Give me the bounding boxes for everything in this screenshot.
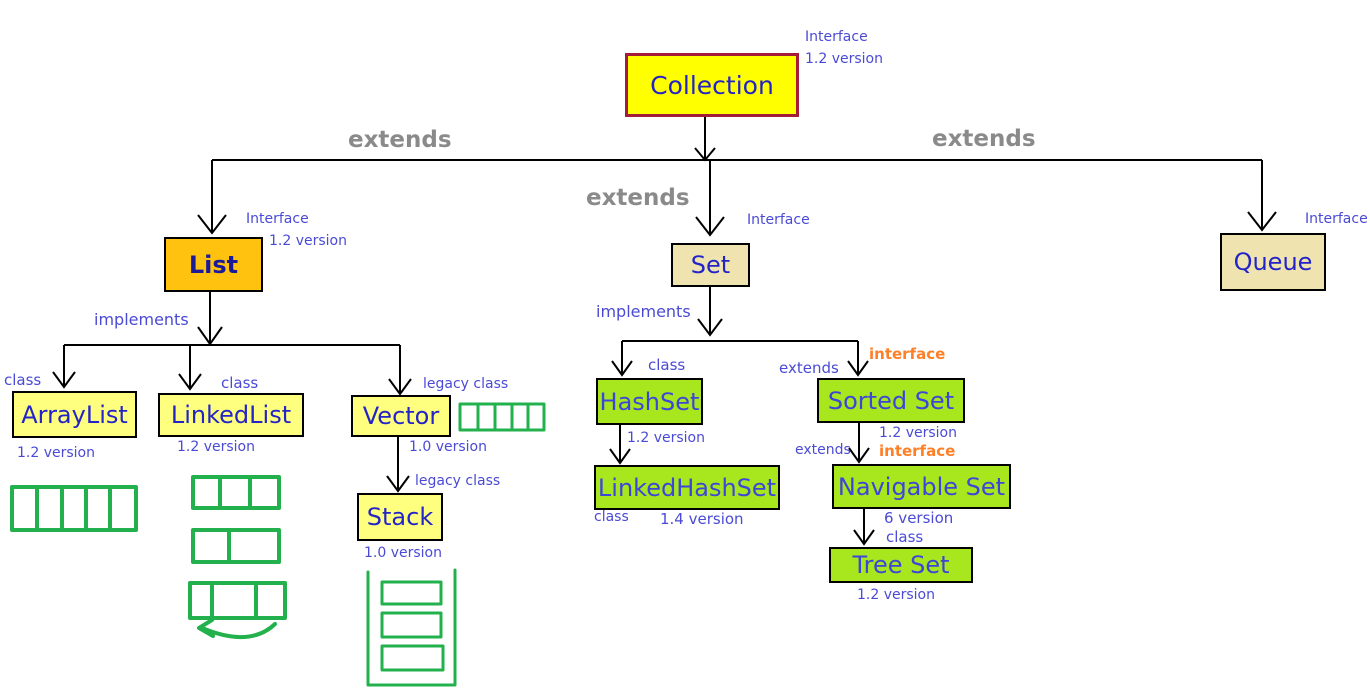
- set-type-label: Interface: [747, 212, 810, 228]
- treeset-node: Tree Set: [829, 547, 973, 583]
- sortedset-type-label: interface: [869, 345, 946, 363]
- vector-node: Vector: [351, 395, 451, 437]
- stack-node: Stack: [357, 493, 443, 541]
- set-node: Set: [671, 243, 750, 287]
- collection-node: Collection: [625, 53, 799, 117]
- arrowhead-vector: [388, 378, 412, 396]
- sortedset-version-label: 1.2 version: [879, 425, 957, 441]
- linkedhashset-version-label: 1.4 version: [660, 510, 744, 528]
- stack-type-label: legacy class: [415, 473, 501, 489]
- arrowhead-set-trunk: [694, 147, 716, 162]
- arrowhead-queue: [1247, 211, 1277, 232]
- navigableset-type-label: interface: [879, 442, 956, 460]
- arrowhead-sortedset: [847, 360, 869, 377]
- list-node: List: [164, 237, 263, 292]
- hashset-version-label: 1.2 version: [627, 430, 705, 446]
- extends-label-set: extends: [586, 185, 690, 211]
- vector-version-label: 1.0 version: [409, 439, 487, 455]
- arrowhead-arraylist: [52, 371, 76, 389]
- treeset-version-label: 1.2 version: [857, 587, 935, 603]
- extends-label-list: extends: [348, 127, 452, 153]
- extends-label-queue: extends: [932, 126, 1036, 152]
- arrowhead-linkedlist: [178, 373, 202, 391]
- navigableset-version-label: 6 version: [884, 509, 954, 527]
- arraylist-node: ArrayList: [12, 391, 137, 438]
- linkedhashset-node: LinkedHashSet: [594, 465, 780, 510]
- implements-label-list: implements: [94, 310, 189, 329]
- vector-type-label: legacy class: [423, 376, 509, 392]
- treeset-type-label: class: [886, 528, 924, 546]
- stack-version-label: 1.0 version: [364, 545, 442, 561]
- collection-type-label: Interface: [805, 29, 868, 45]
- stack-container-sketch: [366, 568, 457, 687]
- sortedset-node: Sorted Set: [817, 378, 965, 423]
- arraylist-type-label: class: [4, 371, 42, 389]
- arrowhead-hashset: [611, 360, 633, 377]
- vector-array-sketch: [458, 402, 546, 432]
- arrowhead-stack: [386, 475, 410, 493]
- queue-node: Queue: [1220, 233, 1326, 291]
- queue-type-label: Interface: [1305, 211, 1368, 227]
- list-version-label: 1.2 version: [269, 233, 347, 249]
- list-type-label: Interface: [246, 211, 309, 227]
- arrowhead-set: [695, 216, 725, 237]
- linkedlist-node: LinkedList: [158, 393, 304, 437]
- navigableset-rel-label: extends: [795, 442, 851, 458]
- arrowhead-navigableset: [848, 447, 870, 464]
- hashset-type-label: class: [648, 356, 686, 374]
- arrowhead-set-down: [697, 318, 723, 337]
- linkedlist-type-label: class: [221, 374, 259, 392]
- sortedset-rel-label: extends: [779, 359, 839, 377]
- navigableset-node: Navigable Set: [832, 464, 1011, 509]
- linkedlist-version-label: 1.2 version: [177, 439, 255, 455]
- arraylist-version-label: 1.2 version: [17, 445, 95, 461]
- arraylist-array-sketch: [10, 485, 138, 532]
- collection-version-label: 1.2 version: [805, 51, 883, 67]
- arrowhead-list: [197, 214, 227, 235]
- arrowhead-linkedhashset: [609, 448, 631, 465]
- arrowhead-list-down: [197, 326, 223, 346]
- hashset-node: HashSet: [596, 378, 703, 425]
- arrowhead-treeset: [853, 529, 875, 546]
- linkedlist-nodes-sketch: [188, 475, 287, 639]
- connector-lines: [63, 117, 1263, 544]
- implements-label-set: implements: [596, 302, 691, 321]
- arrowheads: [52, 147, 1277, 546]
- linkedhashset-type-label: class: [594, 509, 629, 525]
